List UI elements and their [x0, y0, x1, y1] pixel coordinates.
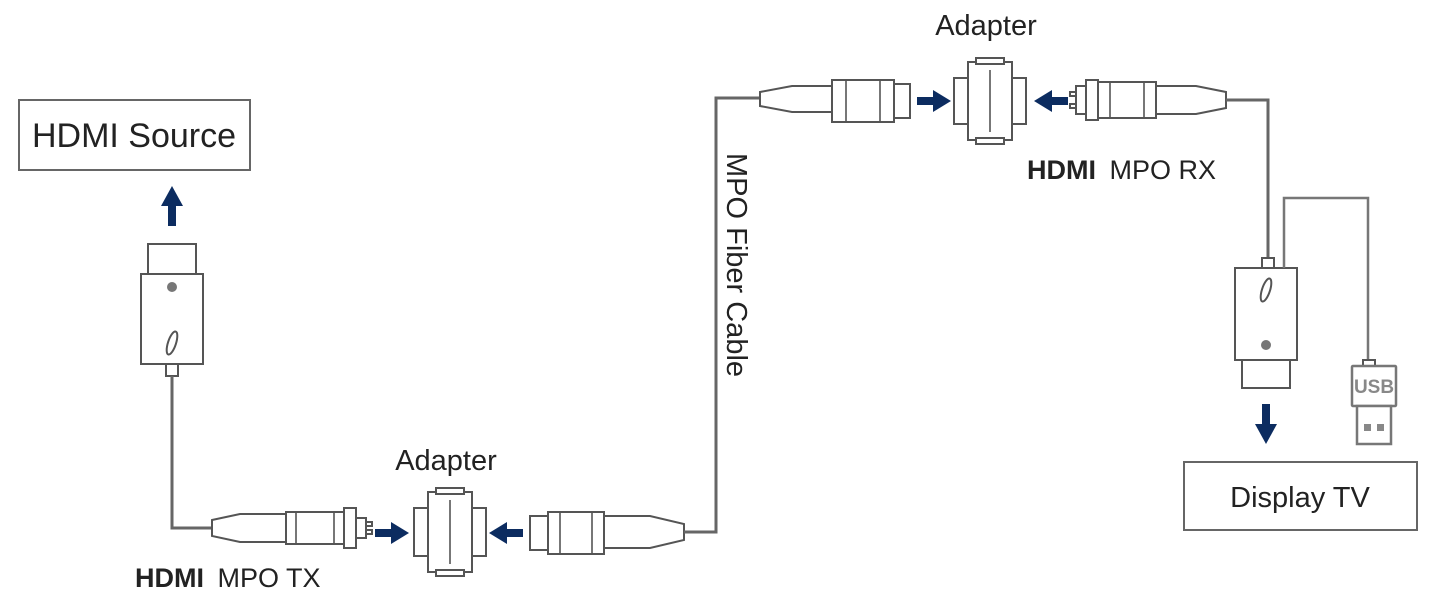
adapter-bottom: Adapter — [395, 445, 497, 577]
tx-indicator-icon — [167, 282, 177, 292]
usb-power-cable — [1282, 196, 1370, 362]
fiber-plug-bottom — [529, 511, 685, 555]
adapter-bottom-label: Adapter — [395, 445, 497, 477]
rx-indicator-icon — [1261, 340, 1271, 350]
display-tv-label: Display TV — [1230, 482, 1370, 514]
hdmi-mpo-rx-label: HDMI MPO RX — [1027, 155, 1216, 185]
hdmi-mpo-tx-module — [140, 243, 204, 377]
arrow-left-icon — [1034, 90, 1068, 112]
adapter-top: Adapter — [935, 10, 1037, 145]
rx-led-icon — [1259, 277, 1273, 303]
rx-mpo-connector — [1069, 79, 1227, 121]
fiber-plug-top — [759, 79, 911, 123]
mpo-fiber-cable-label: MPO Fiber Cable — [720, 153, 752, 377]
arrow-up-icon — [161, 186, 183, 226]
arrow-right-icon — [375, 522, 409, 544]
tx-label-prefix: HDMI — [135, 563, 204, 593]
arrow-left-icon — [489, 522, 523, 544]
hdmi-source-box: HDMI Source — [18, 99, 251, 171]
arrow-down-icon — [1255, 404, 1277, 444]
rx-label-prefix: HDMI — [1027, 155, 1096, 185]
arrow-right-icon — [917, 90, 951, 112]
rx-label-suffix: MPO RX — [1110, 155, 1217, 185]
hdmi-mpo-tx-label: HDMI MPO TX — [135, 563, 321, 593]
rx-cable — [1226, 98, 1270, 260]
usb-label: USB — [1354, 377, 1394, 398]
usb-plug-icon: USB — [1350, 359, 1398, 446]
tx-cable — [170, 376, 212, 530]
tx-mpo-connector — [211, 507, 373, 549]
hdmi-mpo-rx-module — [1234, 257, 1298, 389]
adapter-top-label: Adapter — [935, 10, 1037, 42]
display-tv-box: Display TV — [1183, 461, 1418, 531]
tx-led-icon — [165, 330, 179, 356]
hdmi-source-label: HDMI Source — [32, 117, 236, 155]
mpo-fiber-cable-line — [684, 96, 760, 534]
tx-label-suffix: MPO TX — [218, 563, 321, 593]
